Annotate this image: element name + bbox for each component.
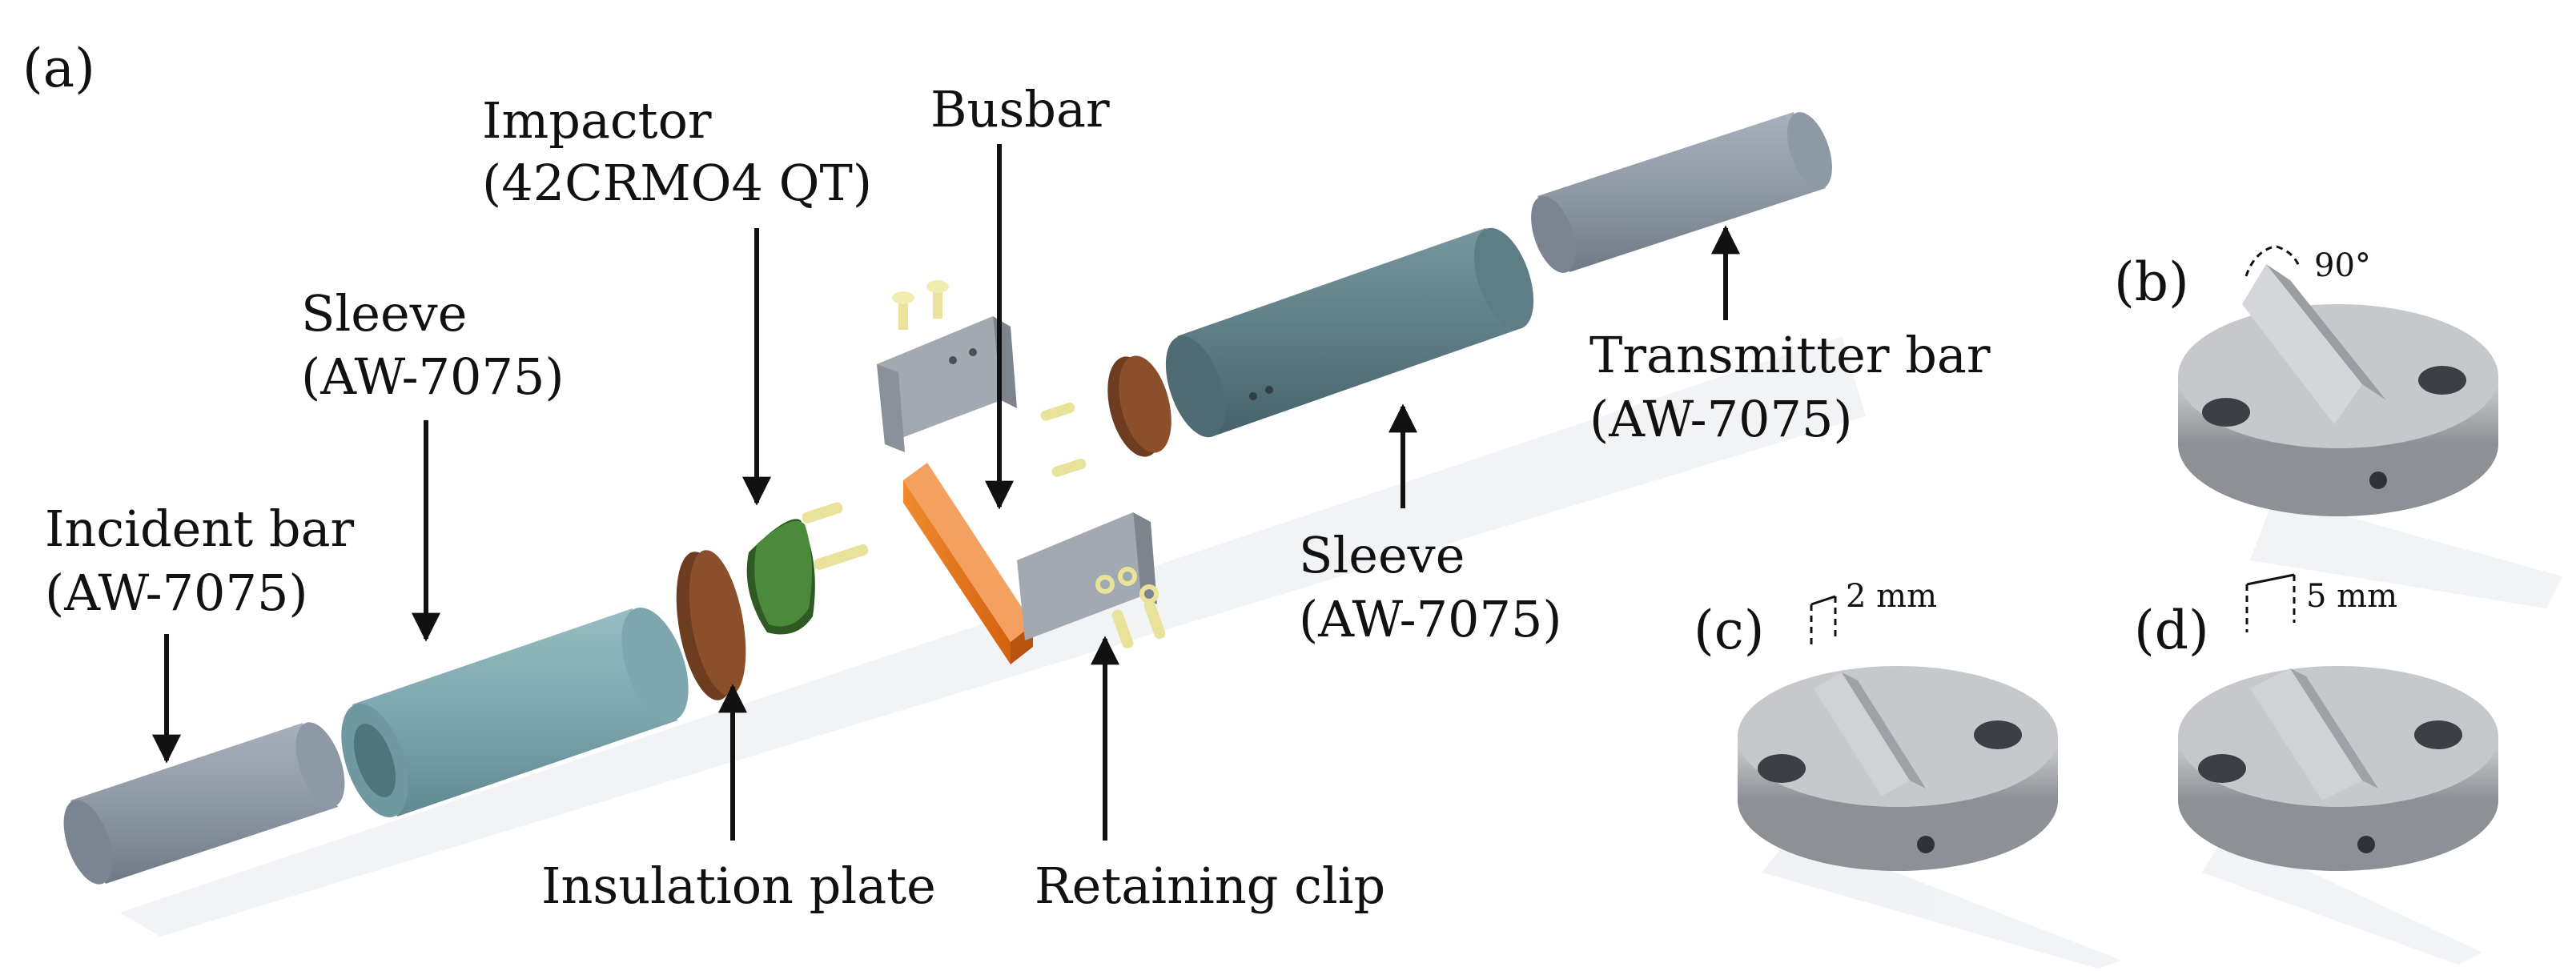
panel-label-b: (b) xyxy=(2114,251,2189,313)
label-impactor-name: Impactor xyxy=(482,91,712,150)
label-sleeve-left-material: (AW-7075) xyxy=(301,347,565,406)
specimen-b xyxy=(2178,264,2498,516)
label-incident-bar-name: Incident bar xyxy=(45,500,355,558)
panel-label-d: (d) xyxy=(2134,600,2209,661)
bolts-middle xyxy=(1040,402,1087,477)
panel-label-a: (a) xyxy=(22,38,95,99)
incident-bar xyxy=(63,722,345,885)
insulation-plate-left xyxy=(676,550,746,700)
sleeve-left xyxy=(341,608,689,817)
label-impactor-material: (42CRMO4 QT) xyxy=(482,154,872,212)
impactor xyxy=(746,502,869,635)
label-retaining-clip: Retaining clip xyxy=(1035,857,1385,915)
label-sleeve-left-name: Sleeve xyxy=(301,284,467,343)
callout-arrows xyxy=(152,144,1740,841)
label-busbar: Busbar xyxy=(930,80,1110,138)
dimension-label-c: 2 mm xyxy=(1846,578,1937,615)
retaining-clip-upper xyxy=(877,280,1017,452)
label-sleeve-right-name: Sleeve xyxy=(1299,526,1465,584)
label-incident-bar-material: (AW-7075) xyxy=(45,564,308,622)
insulation-plate-right xyxy=(1107,355,1171,457)
dimension-label-d: 5 mm xyxy=(2306,578,2397,615)
label-sleeve-right-material: (AW-7075) xyxy=(1299,590,1562,648)
dimension-marks xyxy=(1810,245,2301,648)
specimen-d xyxy=(2178,666,2498,871)
label-insulation-plate: Insulation plate xyxy=(541,857,936,915)
sleeve-right xyxy=(1165,227,1534,438)
specimen-c xyxy=(1738,666,2058,871)
retaining-clip-lower xyxy=(1017,512,1166,649)
transmitter-bar xyxy=(1531,112,1832,273)
label-transmitter-bar-material: (AW-7075) xyxy=(1589,390,1853,448)
dimension-label-b: 90° xyxy=(2314,247,2371,284)
panel-label-c: (c) xyxy=(1694,600,1764,661)
label-transmitter-bar-name: Transmitter bar xyxy=(1589,326,1991,384)
